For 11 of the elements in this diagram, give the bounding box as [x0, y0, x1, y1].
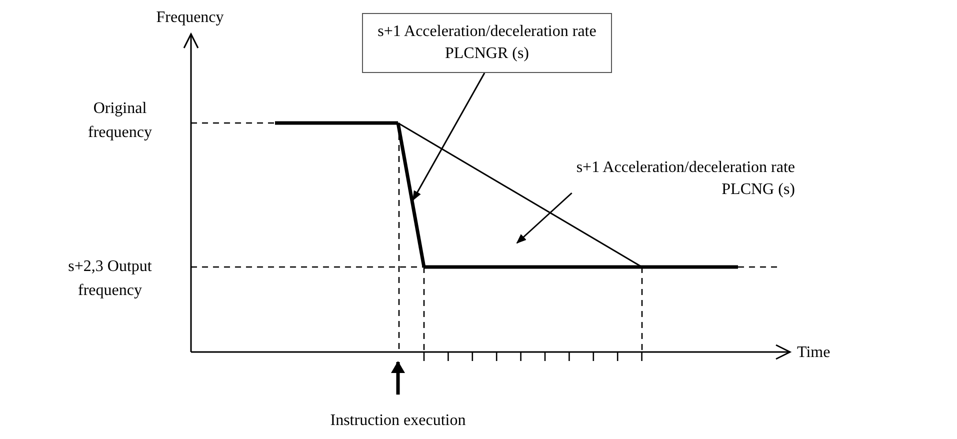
- arrow: [412, 72, 486, 201]
- annotation-text: s+1 Acceleration/deceleration rate PLCNG (s): [555, 157, 795, 205]
- axis-label: s+2,3 Output frequency: [67, 257, 153, 301]
- callout-box: [362, 13, 612, 73]
- callout-text: s+1 Acceleration/deceleration rate PLCNGR (s): [376, 22, 598, 64]
- arrow: [391, 361, 405, 395]
- axis-label: Time: [797, 343, 832, 363]
- axis-label: Frequency: [155, 8, 225, 28]
- arrow: [516, 192, 572, 244]
- annotation-text: Instruction execution: [318, 410, 478, 432]
- axis-label: Original frequency: [87, 99, 153, 143]
